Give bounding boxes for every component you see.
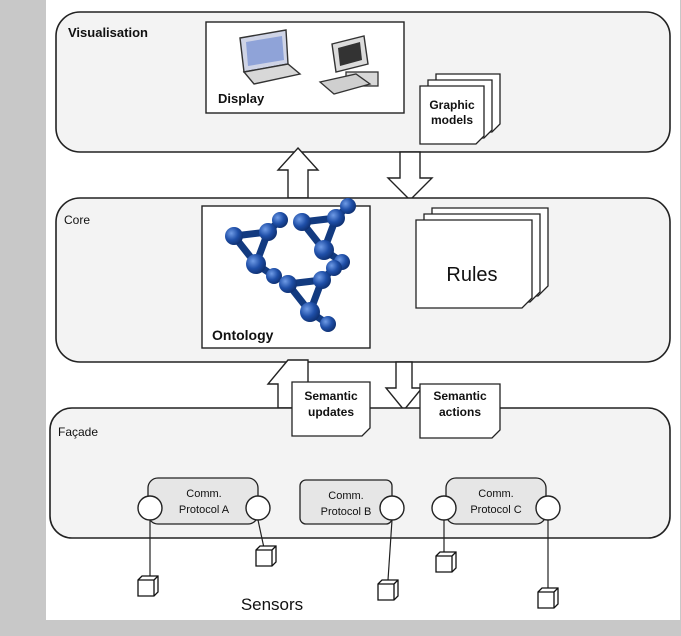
down-arrow-core-to-facade <box>384 361 424 412</box>
display-box <box>205 21 405 114</box>
sensors-label: Sensors <box>241 595 303 614</box>
protocol-c: Comm. Protocol C <box>431 477 561 525</box>
graphic-models-label-line1: Graphic <box>429 98 475 112</box>
protocol-b: Comm. Protocol B <box>299 479 405 525</box>
semantic-actions-line2: actions <box>439 405 481 419</box>
rules-document-stack-icon <box>415 207 549 309</box>
protocol-c-port-right <box>535 495 561 521</box>
protocol-c-line2: Protocol C <box>470 504 521 516</box>
protocol-b-line2: Protocol B <box>321 506 372 518</box>
semantic-actions-note <box>419 383 501 439</box>
protocol-c-line1: Comm. <box>478 488 513 500</box>
graphic-models-document-stack-icon <box>419 73 501 145</box>
sensor-cube-icon <box>435 551 457 573</box>
core-layer-title: Core <box>64 213 90 227</box>
sensor-cube-icon <box>537 587 559 609</box>
protocol-a: Comm. Protocol A <box>137 477 271 525</box>
sensor-cube-icon <box>137 575 159 597</box>
rules-label: Rules <box>446 264 497 286</box>
protocol-b-line1: Comm. <box>328 490 363 502</box>
sensor-wires <box>149 519 549 590</box>
semantic-updates-note <box>291 381 371 437</box>
laptop-icon <box>239 29 302 85</box>
protocol-b-port-right <box>379 495 405 521</box>
protocol-a-port-left <box>137 495 163 521</box>
protocol-c-port-left <box>431 495 457 521</box>
semantic-updates-line2: updates <box>308 405 354 419</box>
semantic-actions-line1: Semantic <box>433 389 487 403</box>
desktop-computer-icon <box>318 35 379 95</box>
protocol-a-line2: Protocol A <box>179 504 230 516</box>
display-label: Display <box>218 91 265 106</box>
visualisation-layer-title: Visualisation <box>68 25 148 40</box>
graphic-models-label-line2: models <box>431 113 473 127</box>
protocol-a-line1: Comm. <box>186 488 221 500</box>
down-arrow-visualisation-to-core <box>386 151 434 201</box>
sensor-cube-icon <box>255 545 277 567</box>
ontology-label: Ontology <box>212 327 274 343</box>
semantic-updates-line1: Semantic <box>304 389 358 403</box>
sensor-cube-icon <box>377 579 399 601</box>
protocol-a-port-right <box>245 495 271 521</box>
facade-layer-title: Façade <box>58 425 98 439</box>
